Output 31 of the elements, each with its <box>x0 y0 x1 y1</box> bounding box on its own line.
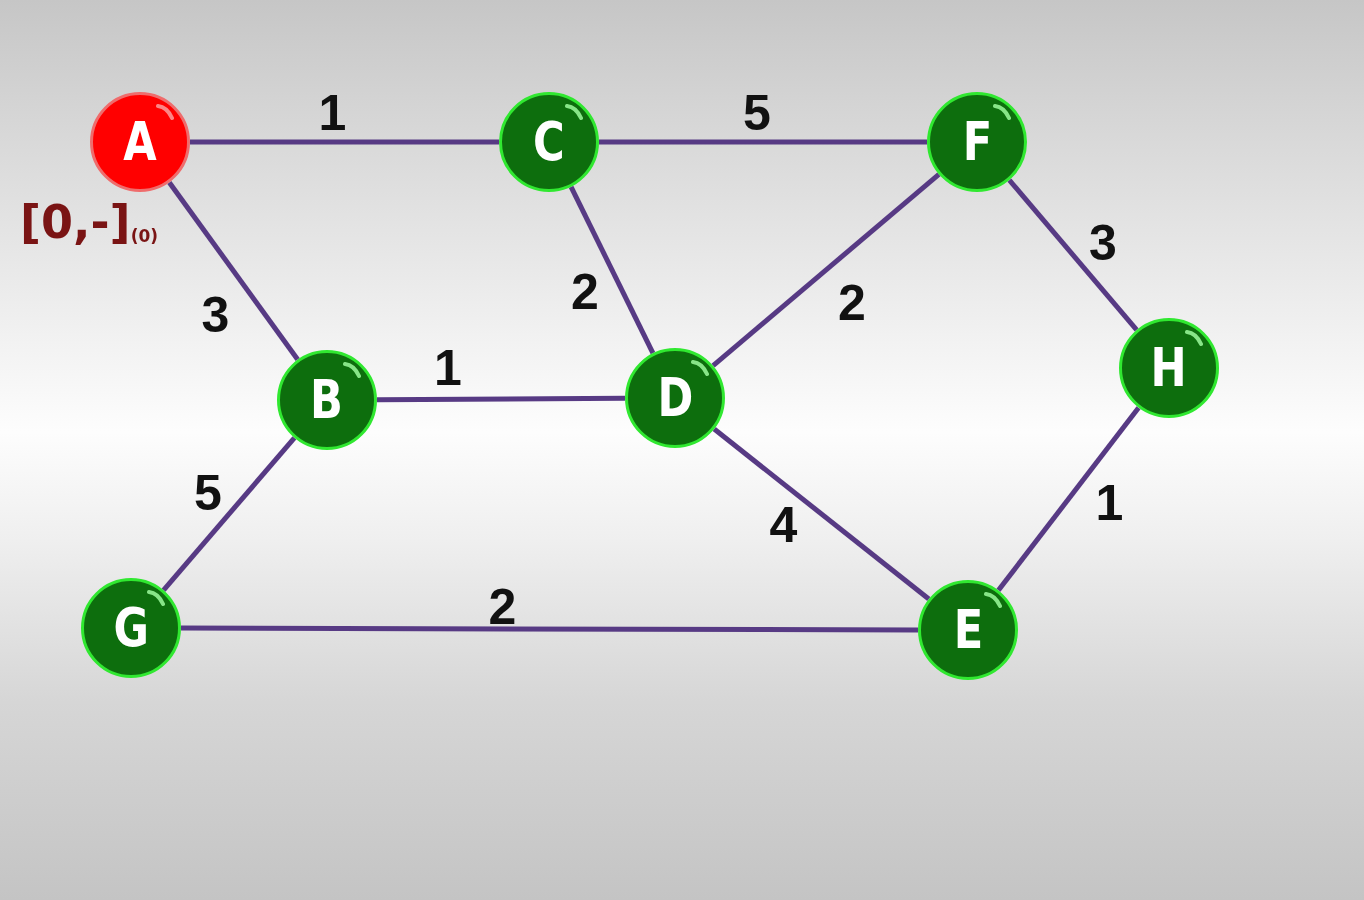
edge-weight: 2 <box>838 278 866 328</box>
distance-label: [0,-]$_{(0)}$ <box>20 199 158 245</box>
edge-line <box>377 395 625 403</box>
node-letter: C <box>533 115 565 169</box>
edge-weight: 1 <box>434 343 462 393</box>
edge-weight: 2 <box>488 582 517 632</box>
edge-weight: 4 <box>769 500 798 550</box>
edge-weight: 1 <box>318 88 347 138</box>
edge-line <box>1007 178 1139 332</box>
node-letter: G <box>113 601 149 655</box>
edge-line <box>568 185 656 355</box>
node-letter: E <box>953 603 983 657</box>
edge-weight: 5 <box>743 88 771 138</box>
edge-line <box>161 436 297 592</box>
node-letter: B <box>310 373 344 427</box>
edge-line <box>711 172 941 368</box>
node-letter: H <box>1150 341 1188 395</box>
edge-line <box>167 181 300 361</box>
edge-weight: 2 <box>571 267 599 317</box>
edge-weight: 5 <box>194 468 222 518</box>
edge-weight: 3 <box>201 290 230 340</box>
edge-weight: 1 <box>1095 478 1124 528</box>
node-letter: D <box>657 371 693 425</box>
edge-line <box>996 406 1141 592</box>
node-letter: F <box>962 115 992 169</box>
edge-line <box>599 139 927 145</box>
edge-line <box>181 625 918 633</box>
edge-line <box>712 427 931 601</box>
edge-line <box>190 139 499 145</box>
node-letter: A <box>123 115 157 169</box>
edge-weight: 3 <box>1089 218 1117 268</box>
